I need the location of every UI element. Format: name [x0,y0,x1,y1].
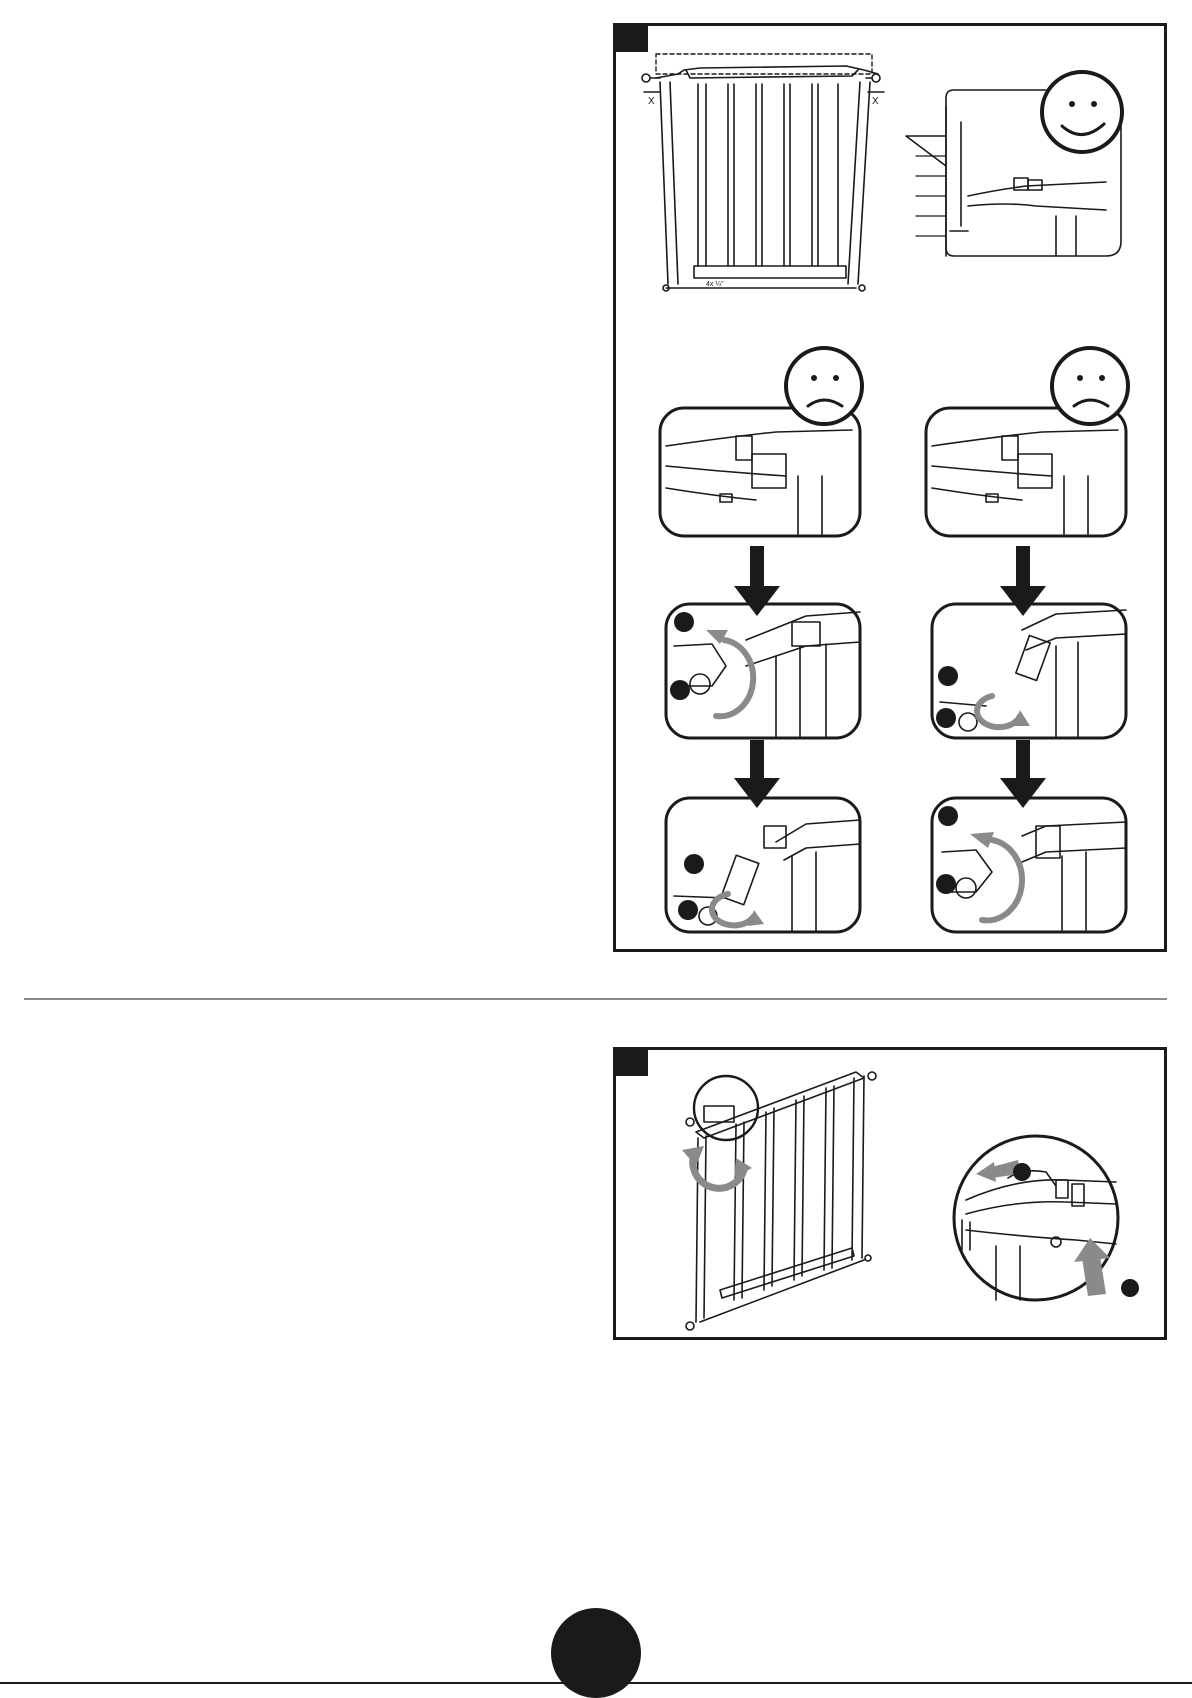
sad-face-icon [1052,348,1128,424]
step-2-illustration [616,1050,1164,1337]
adjust-knob-right-1 [932,604,1126,738]
step-number-tab [616,1050,648,1076]
down-arrow-icon [734,546,1046,808]
incorrect-fit-right [926,408,1126,536]
svg-text:X: X [648,96,655,107]
latch-release-detail [954,1136,1139,1300]
svg-text:X: X [872,96,879,107]
section-divider [24,998,1167,1000]
adjust-knob-left-2 [666,798,860,932]
step-number-tab [616,26,648,52]
svg-text:4x ¼": 4x ¼" [706,281,724,288]
step-panel-1: X X 4x ¼" [613,23,1167,952]
happy-face-icon [1042,72,1122,152]
adjust-knob-right-2 [932,798,1126,932]
gate-installed-drawing: X X 4x ¼" [642,54,884,291]
adjust-knob-left-1 [666,604,860,738]
step-1-illustration: X X 4x ¼" [616,26,1164,949]
step-panel-2 [613,1047,1167,1340]
bottom-rule [0,1682,1192,1684]
sad-face-icon [786,348,862,424]
gate-open-drawing [682,1072,876,1330]
incorrect-fit-left [660,408,860,536]
